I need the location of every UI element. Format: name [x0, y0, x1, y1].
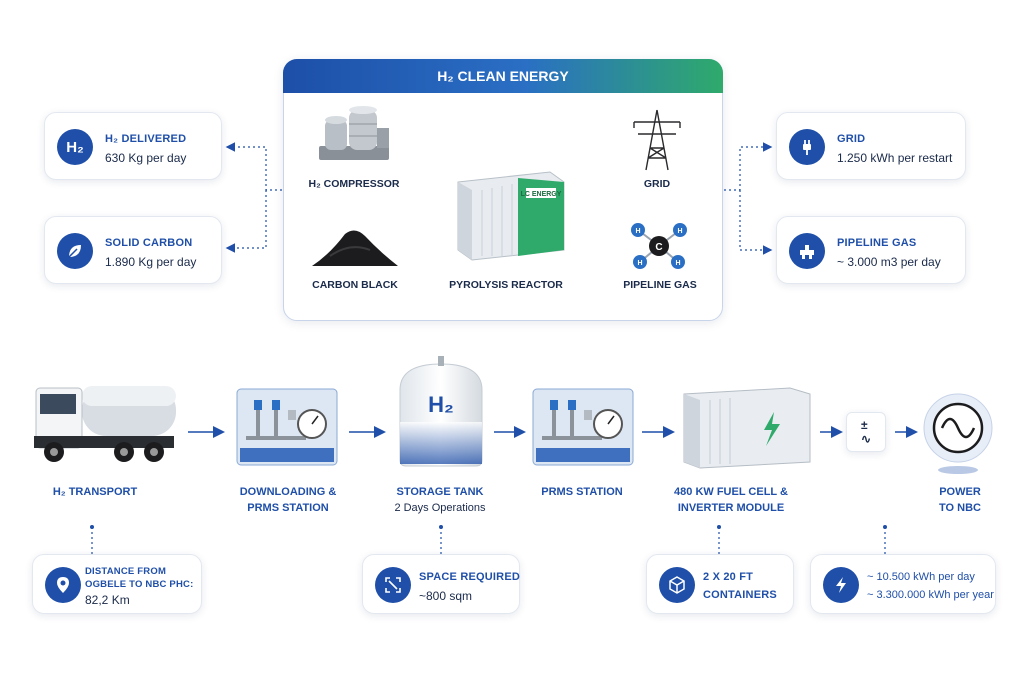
power-sine-icon — [923, 393, 993, 474]
h2-icon: H₂ — [57, 129, 93, 165]
solid-carbon-card: SOLID CARBON 1.890 Kg per day — [44, 216, 222, 284]
flow-label-storage-tank: STORAGE TANK — [396, 486, 484, 498]
grid-label: GRID — [643, 178, 671, 190]
compressor-icon — [319, 106, 389, 160]
carbon-black-icon — [312, 230, 398, 266]
pipeline-gas-card: PIPELINE GAS ~ 3.000 m3 per day — [776, 216, 966, 284]
box-icon — [659, 567, 695, 603]
card-title: CONTAINERS — [703, 589, 777, 601]
prms-station-icon — [532, 388, 634, 466]
pyrolysis-reactor-icon: LC ENERGY — [457, 171, 565, 261]
h2-delivered-card: H₂ H₂ DELIVERED 630 Kg per day — [44, 112, 222, 180]
card-value: 1.250 kWh per restart — [837, 151, 953, 165]
flow-label-power: POWER TO NBC — [939, 486, 981, 514]
methane-molecule-icon: C H H H H — [631, 223, 687, 269]
flow-label-prms: PRMS STATION — [541, 486, 623, 498]
flow-label-h2-transport: H₂ TRANSPORT — [52, 486, 138, 498]
lightning-icon — [823, 567, 859, 603]
card-value: 82,2 Km — [85, 593, 130, 607]
location-pin-icon — [45, 567, 81, 603]
storage-tank-icon: H₂ — [399, 356, 483, 467]
pyrolysis-reactor-label: PYROLYSIS REACTOR — [449, 279, 563, 291]
h2-truck-icon — [34, 386, 176, 462]
card-title-line: DISTANCE FROM — [85, 566, 167, 577]
distance-card: DISTANCE FROM OGBELE TO NBC PHC: 82,2 Km — [32, 554, 202, 614]
card-value: 1.890 Kg per day — [105, 255, 197, 269]
molecule-atom: H — [635, 228, 640, 235]
carbon-black-label: CARBON BLACK — [312, 279, 398, 291]
downloading-prms-station-icon — [236, 388, 338, 466]
card-title: GRID — [837, 133, 866, 145]
clean-energy-header: H₂ CLEAN ENERGY — [283, 59, 723, 93]
card-title-line: OGBELE TO NBC PHC: — [85, 579, 194, 590]
molecule-atom: H — [677, 228, 682, 235]
card-value: ~ 3.300.000 kWh per year — [867, 589, 994, 601]
flow-label-fuel-cell: 480 kW FUEL CELL & INVERTER MODULE — [674, 486, 788, 514]
card-title: 2 x 20 ft — [703, 571, 754, 583]
card-title: DISTANCE FROM OGBELE TO NBC PHC: — [85, 565, 193, 591]
expand-icon — [375, 567, 411, 603]
pipeline-gas-label: PIPELINE GAS — [623, 279, 697, 291]
card-value: 630 Kg per day — [105, 151, 187, 165]
compressor-label: H₂ COMPRESSOR — [308, 178, 400, 190]
plug-icon — [789, 129, 825, 165]
molecule-atom: H — [637, 260, 642, 267]
reactor-badge: LC ENERGY — [521, 191, 562, 198]
tank-text: H₂ — [428, 392, 454, 417]
energy-output-card: ~ 10.500 kWh per day ~ 3.300.000 kWh per… — [810, 554, 996, 614]
card-title: SOLID CARBON — [105, 237, 193, 249]
card-title: PIPELINE GAS — [837, 237, 917, 249]
containers-card: 2 x 20 ft CONTAINERS — [646, 554, 794, 614]
space-card: SPACE REQUIRED ~800 sqm — [362, 554, 520, 614]
card-value: ~800 sqm — [419, 589, 473, 603]
flow-label-downloading: DOWNLOADING & PRMS STATION — [239, 486, 337, 514]
grid-tower-icon — [633, 109, 681, 171]
fuel-cell-container-icon — [683, 387, 811, 469]
pipeline-icon — [789, 233, 825, 269]
card-value: ~ 10.500 kWh per day — [867, 571, 975, 583]
leaf-icon — [57, 233, 93, 269]
molecule-center: C — [655, 242, 662, 253]
card-title: SPACE REQUIRED — [419, 571, 520, 583]
grid-card: GRID 1.250 kWh per restart — [776, 112, 966, 180]
card-value: ~ 3.000 m3 per day — [837, 255, 941, 269]
molecule-atom: H — [675, 260, 680, 267]
inverter-icon: ±∿ — [846, 412, 886, 452]
card-title: H₂ DELIVERED — [105, 133, 187, 145]
flow-sub-storage-tank: 2 Days Operations — [394, 502, 486, 514]
